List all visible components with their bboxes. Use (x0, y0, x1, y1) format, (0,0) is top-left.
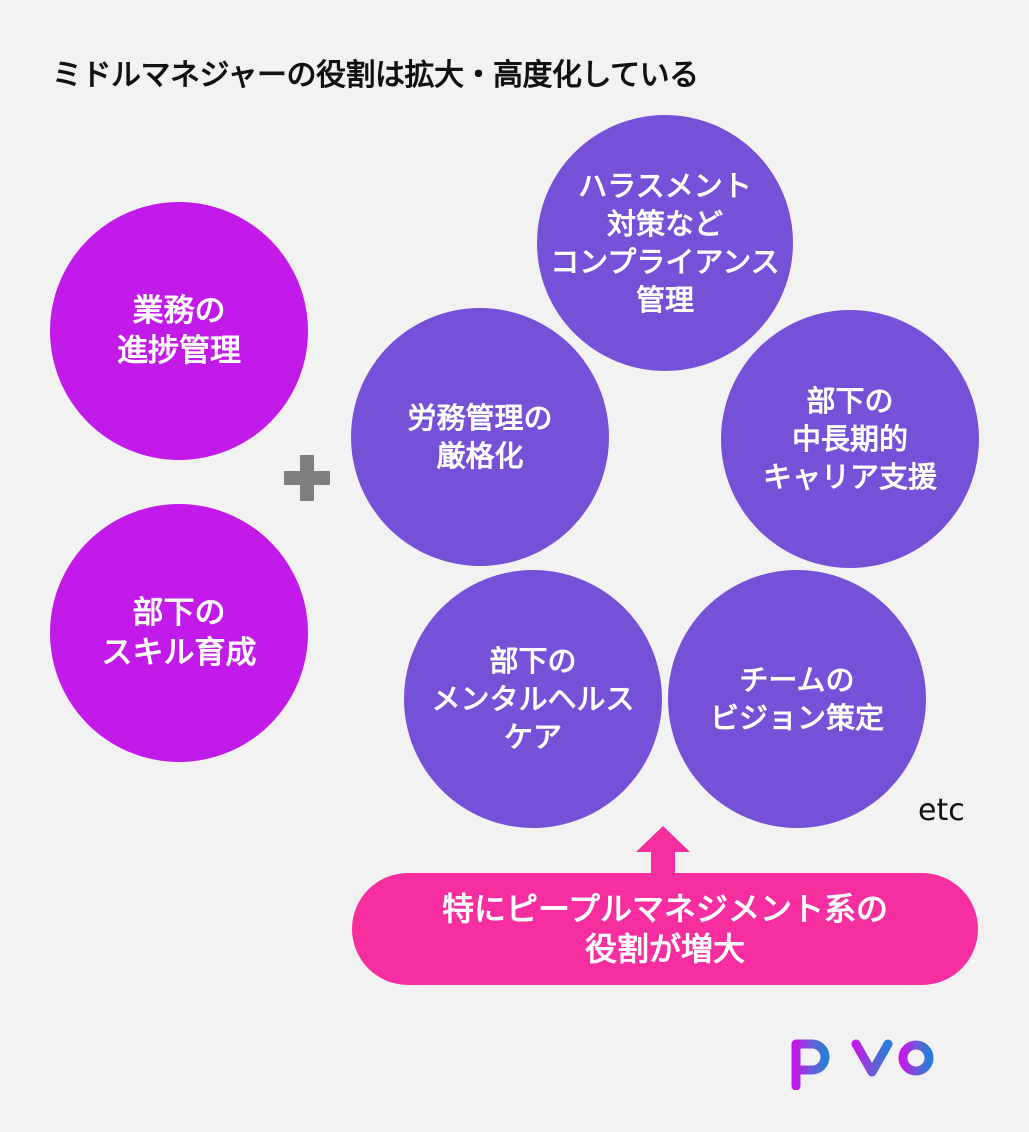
circle-team-vision: チームの ビジョン策定 (668, 570, 926, 828)
circle-line: 部下の (489, 644, 577, 678)
circle-line: 部下の (132, 595, 226, 631)
circle-line: スキル育成 (101, 635, 257, 671)
circle-line: ビジョン策定 (709, 701, 884, 735)
arrow-up-icon (636, 826, 690, 880)
circle-line: 厳格化 (436, 439, 524, 473)
pivot-logo (791, 1039, 974, 1090)
circle-line: 業務の (132, 293, 226, 329)
circle-line: 進捗管理 (117, 333, 241, 369)
etc-label: etc (918, 793, 965, 828)
circle-line: メンタルヘルス (431, 682, 635, 716)
circle-career-support: 部下の 中長期的 キャリア支援 (721, 310, 979, 568)
circle-mental-health-care: 部下の メンタルヘルス ケア (404, 570, 662, 828)
circle-progress-management: 業務の 進捗管理 (50, 202, 308, 460)
page-title: ミドルマネジャーの役割は拡大・高度化している (52, 58, 699, 93)
callout-line: 特にピープルマネジメント系の (441, 890, 889, 928)
circle-line: 管理 (635, 283, 694, 317)
circle-line: 労務管理の (407, 401, 553, 435)
circle-line: チームの (739, 663, 855, 697)
callout-pill: 特にピープルマネジメント系の 役割が増大 (352, 873, 978, 985)
circle-labor-management: 労務管理の 厳格化 (351, 308, 609, 566)
circle-line: キャリア支援 (762, 460, 937, 494)
circle-line: ケア (503, 720, 562, 754)
circle-line: コンプライアンス (550, 245, 780, 279)
circle-line: 中長期的 (791, 422, 908, 456)
circle-line: 対策など (606, 207, 723, 241)
circle-compliance: ハラスメント 対策など コンプライアンス 管理 (537, 115, 793, 371)
circle-line: ハラスメント (578, 169, 752, 203)
circle-skill-development: 部下の スキル育成 (50, 504, 308, 762)
callout-line: 役割が増大 (584, 930, 745, 968)
plus-icon (284, 455, 330, 501)
plus-bar-vertical (300, 455, 314, 501)
circle-line: 部下の (806, 384, 894, 418)
